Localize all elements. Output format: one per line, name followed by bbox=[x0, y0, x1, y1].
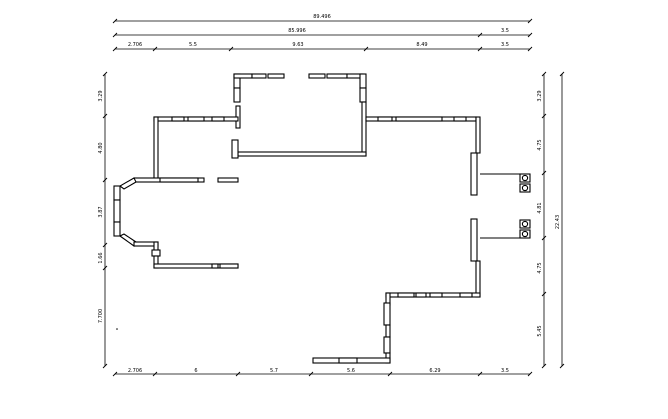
dim-top-row3-3: 9.63 bbox=[292, 42, 303, 48]
dim-left-1: 3.29 bbox=[98, 90, 104, 101]
dim-bottom-6: 3.5 bbox=[501, 368, 509, 374]
dim-top-row2-right: 3.5 bbox=[501, 28, 509, 34]
left-dimension: 3.29 4.80 3.87 1.66 7.700 bbox=[98, 71, 108, 369]
dim-right-4: 4.75 bbox=[537, 262, 543, 273]
dim-right-overall: 22.43 bbox=[555, 215, 561, 229]
dim-top-row3-4: 8.49 bbox=[416, 42, 427, 48]
dim-top-row3-2: 5.5 bbox=[189, 42, 197, 48]
building-walls bbox=[113, 73, 531, 364]
dim-left-4: 1.66 bbox=[98, 252, 104, 263]
dim-top-row3-5: 3.5 bbox=[501, 42, 509, 48]
dim-bottom-1: 2.706 bbox=[128, 368, 142, 374]
dim-right-2: 4.75 bbox=[537, 139, 543, 150]
point-marker bbox=[116, 328, 118, 330]
dim-top-row2-main: 85.996 bbox=[288, 28, 306, 34]
dim-right-5: 5.45 bbox=[537, 325, 543, 336]
dim-bottom-3: 5.7 bbox=[270, 368, 278, 374]
dim-right-3: 4.81 bbox=[537, 202, 543, 213]
top-overall-dimension: 89.496 bbox=[112, 14, 533, 24]
bottom-dimension: 2.706 6 5.7 5.6 6.29 3.5 bbox=[112, 368, 533, 377]
top-third-dimension: 2.706 5.5 9.63 8.49 3.5 bbox=[112, 42, 533, 52]
dim-right-1: 3.29 bbox=[537, 90, 543, 101]
dim-left-2: 4.80 bbox=[98, 142, 104, 153]
dim-bottom-4: 5.6 bbox=[347, 368, 355, 374]
right-dimension: 3.29 4.75 4.81 4.75 5.45 bbox=[537, 71, 547, 369]
right-overall-dimension: 22.43 bbox=[555, 71, 565, 369]
dim-top-row3-1: 2.706 bbox=[128, 42, 142, 48]
dim-left-5: 7.700 bbox=[98, 309, 104, 323]
dim-left-3: 3.87 bbox=[98, 206, 104, 217]
dim-bottom-5: 6.29 bbox=[429, 368, 440, 374]
top-second-dimension: 85.996 3.5 bbox=[112, 28, 533, 38]
dim-bottom-2: 6 bbox=[194, 368, 197, 374]
dim-top-overall: 89.496 bbox=[313, 14, 331, 20]
